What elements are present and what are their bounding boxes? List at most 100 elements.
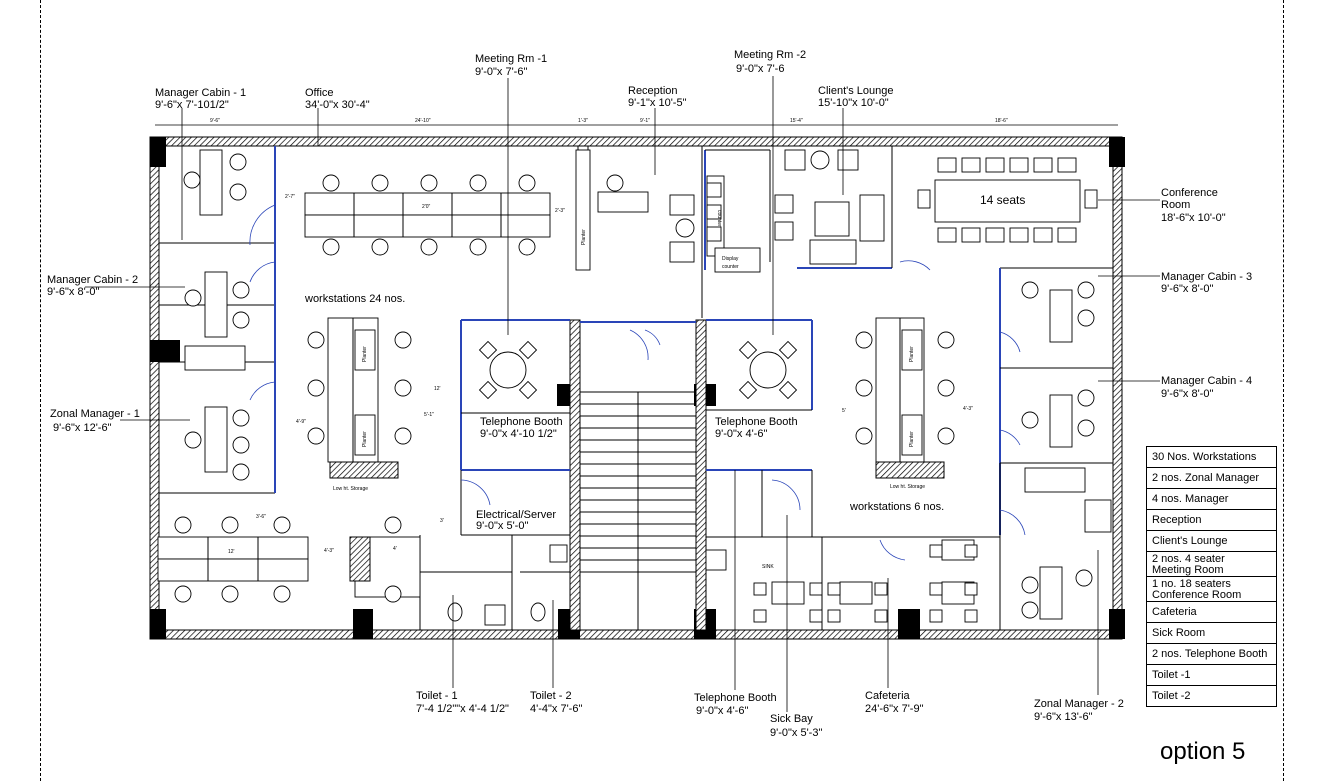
low-storage-label-2: Low ht. Storage — [890, 484, 925, 490]
dim-ws-2: 2'0" — [422, 204, 431, 210]
manager-cabin-3-name: Manager Cabin - 3 — [1161, 271, 1252, 283]
legend-row: 2 nos. Zonal Manager — [1146, 467, 1277, 489]
legend-row-label: Reception — [1152, 514, 1202, 526]
dim-top-1: 9'-6" — [210, 118, 220, 124]
workstations-24-label: workstations 24 nos. — [304, 293, 405, 305]
dim-top-4: 9'-1" — [640, 118, 650, 124]
sheet-border-right — [1280, 0, 1284, 781]
sink-label: SINK — [762, 564, 774, 570]
manager-cabin-2-size: 9'-6"x 8'-0" — [47, 286, 99, 298]
manager-cabin-2-name: Manager Cabin - 2 — [47, 274, 138, 286]
legend-row-label: 2 nos. Zonal Manager — [1152, 472, 1260, 484]
toilet-fixtures — [447, 544, 568, 626]
legend-row: Cafeteria — [1146, 601, 1277, 623]
manager-cabin-4-size: 9'-6"x 8'-0" — [1161, 388, 1213, 400]
legend-row-label: Client's Lounge — [1152, 535, 1228, 547]
stair-core — [569, 319, 707, 631]
toilet-2-size: 4'-4"x 7'-6" — [530, 703, 582, 715]
legend-row: Toilet -2 — [1146, 685, 1277, 707]
clients-lounge-name: Client's Lounge — [818, 85, 894, 97]
sheet-border-left — [40, 0, 44, 781]
cafeteria-tables — [705, 539, 978, 623]
manager-cabin-1-size: 9'-6"x 7'-101/2" — [155, 99, 229, 111]
reception-name: Reception — [628, 85, 678, 97]
legend-row-label: 2 nos. 4 seater — [1152, 553, 1225, 565]
conference-room-name: Conference — [1161, 187, 1218, 199]
dim-ws-6: 12' — [434, 386, 441, 392]
legend-row-label-2: Meeting Room — [1152, 564, 1224, 576]
legend-row-label: 30 Nos. Workstations — [1152, 451, 1257, 463]
meeting-rm-2-name: Meeting Rm -2 — [734, 49, 806, 61]
seats-14-label: 14 seats — [980, 193, 1025, 207]
dim-ws-10: 4'-3" — [324, 548, 334, 554]
workstations-6-label: workstations 6 nos. — [849, 501, 944, 513]
room-labels: Manager Cabin - 1 9'-6"x 7'-101/2" Offic… — [47, 49, 1252, 739]
office-name: Office — [305, 87, 334, 99]
reception-size: 9'-1"x 10'-5" — [628, 97, 687, 109]
meeting-rm-1-size: 9'-0"x 7'-6" — [475, 66, 527, 78]
planter-label-5: Planter — [581, 229, 587, 245]
low-storage-label-1: Low ht. Storage — [333, 486, 368, 492]
toilet-1-name: Toilet - 1 — [416, 690, 458, 702]
dim-ws-4: 4'-9" — [296, 419, 306, 425]
planter-label-1: Planter — [362, 346, 368, 362]
manager-cabin-1-name: Manager Cabin - 1 — [155, 87, 246, 99]
lounge-furniture — [597, 149, 885, 273]
toilet-2-name: Toilet - 2 — [530, 690, 572, 702]
workstation-cluster-24 — [304, 149, 591, 479]
sick-bay-name: Sick Bay — [770, 713, 813, 725]
electrical-server-name: Electrical/Server — [476, 509, 556, 521]
legend-row: 30 Nos. Workstations — [1146, 446, 1277, 468]
dim-top-2: 24'-10" — [415, 118, 431, 124]
legend-row: 4 nos. Manager — [1146, 488, 1277, 510]
planter-label-4: Planter — [909, 431, 915, 447]
dim-ws-13: 3'-6" — [256, 514, 266, 520]
conference-room-name-2: Room — [1161, 199, 1190, 211]
legend-row: Client's Lounge — [1146, 530, 1277, 552]
zonal-manager-2-name: Zonal Manager - 2 — [1034, 698, 1124, 710]
leader-lines — [85, 76, 1160, 712]
chairs — [174, 153, 1095, 619]
dim-top-3: 1'-3" — [578, 118, 588, 124]
display-counter-label-2: counter — [722, 264, 739, 270]
dim-ws-11: 4' — [393, 546, 397, 552]
conference-room-size: 18'-6"x 10'-0" — [1161, 212, 1226, 224]
legend-table: 30 Nos. Workstations 2 nos. Zonal Manage… — [1146, 446, 1277, 707]
legend-row-label: 4 nos. Manager — [1152, 493, 1229, 505]
dim-ws-9: 3' — [440, 518, 444, 524]
dimension-labels: 9'-6" 24'-10" 1'-3" 9'-1" 15'-4" 18'-6" … — [210, 118, 1008, 555]
toilet-1-size: 7'-4 1/2""x 4'-4 1/2" — [416, 703, 509, 715]
legend-row-label: Sick Room — [1152, 627, 1206, 639]
clients-lounge-size: 15'-10"x 10'-0" — [818, 97, 889, 109]
zonal-manager-2-size: 9'-6"x 13'-6" — [1034, 711, 1093, 723]
dim-ws-7: 5' — [842, 408, 846, 414]
dim-ws-8: 4'-3" — [963, 406, 973, 412]
telephone-booth-1-size: 9'-0"x 4'-10 1/2" — [480, 428, 557, 440]
telephone-booth-2-size: 9'-0"x 4'-6" — [715, 428, 767, 440]
doors — [249, 204, 1026, 561]
display-counter-label-1: Display — [722, 256, 739, 262]
legend-row: 2 nos. Telephone Booth — [1146, 643, 1277, 665]
manager-cabin-4-name: Manager Cabin - 4 — [1161, 375, 1252, 387]
manager-cabin-3-size: 9'-6"x 8'-0" — [1161, 283, 1213, 295]
zonal-manager-1-name: Zonal Manager - 1 — [50, 408, 140, 420]
workstation-lower-left — [157, 536, 421, 598]
meeting-tables — [478, 340, 798, 400]
dim-ws-1: 2'-7" — [285, 194, 295, 200]
conference-table — [917, 157, 1098, 243]
office-size: 34'-0"x 30'-4" — [305, 99, 370, 111]
cafeteria-name: Cafeteria — [865, 690, 911, 702]
telephone-booth-3-name: Telephone Booth — [694, 692, 777, 704]
legend-row: Sick Room — [1146, 622, 1277, 644]
meeting-rm-1-name: Meeting Rm -1 — [475, 53, 547, 65]
telephone-booth-1-name: Telephone Booth — [480, 416, 563, 428]
cafeteria-size: 24'-6"x 7'-9" — [865, 703, 924, 715]
counter-label: counter — [716, 210, 722, 227]
interior-labels: workstations 24 nos. workstations 6 nos.… — [304, 193, 1025, 570]
legend-row-label: Toilet -2 — [1152, 690, 1191, 702]
sick-bay-size: 9'-0"x 5'-3" — [770, 727, 822, 739]
legend-row: Toilet -1 — [1146, 664, 1277, 686]
